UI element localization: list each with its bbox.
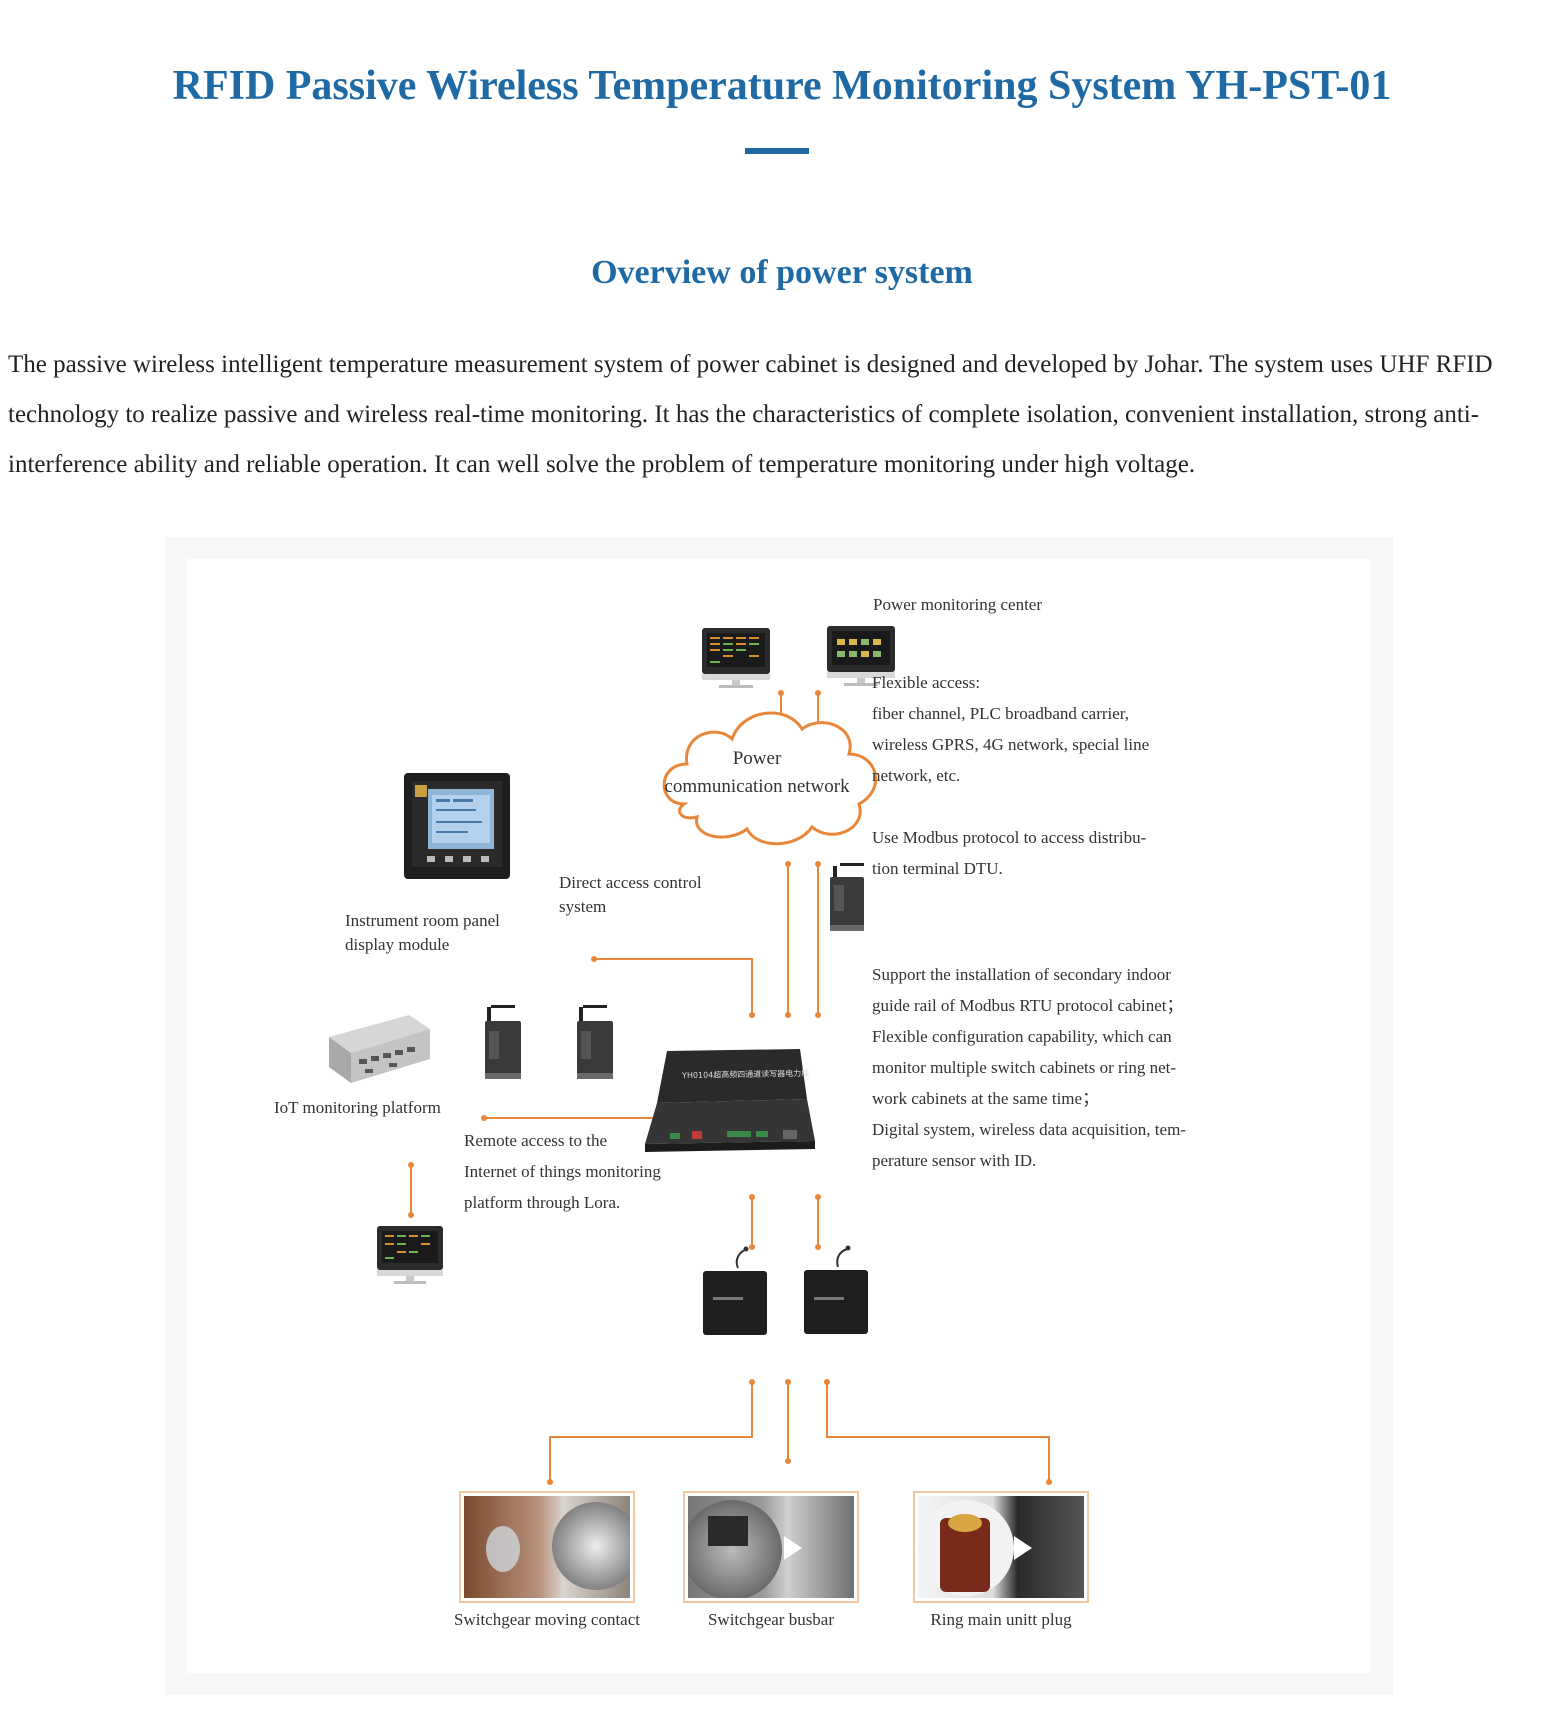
modbus-dtu-line-1: Use Modbus protocol to access distribu- — [872, 822, 1146, 853]
intro-paragraph: The passive wireless intelligent tempera… — [8, 340, 1563, 490]
modbus-dtu-line-2: tion terminal DTU. — [872, 853, 1146, 884]
dtu-device-icon — [830, 863, 864, 931]
flexible-access-text: Flexible access: fiber channel, PLC broa… — [872, 667, 1149, 791]
direct-access-text: Direct access control system — [559, 871, 702, 919]
modbus-dtu-text: Use Modbus protocol to access distribu- … — [872, 822, 1146, 884]
remote-access-line-1: Remote access to the — [464, 1125, 661, 1156]
antenna-icon-left — [703, 1247, 767, 1336]
page-title: RFID Passive Wireless Temperature Monito… — [0, 62, 1564, 110]
remote-access-line-2: Internet of things monitoring — [464, 1156, 661, 1187]
panel-module-line-1: Instrument room panel — [345, 909, 500, 933]
caption-busbar: Switchgear busbar — [643, 1610, 899, 1630]
flexible-access-line-2: fiber channel, PLC broadband carrier, — [872, 698, 1149, 729]
direct-access-line-1: Direct access control — [559, 871, 702, 895]
flexible-access-line-1: Flexible access: — [872, 667, 1149, 698]
support-line-1: Support the installation of secondary in… — [872, 959, 1186, 990]
caption-moving-contact: Switchgear moving contact — [419, 1610, 675, 1630]
section-subtitle: Overview of power system — [0, 254, 1564, 292]
system-diagram: Power monitoring center Flexible access:… — [165, 537, 1393, 1695]
photo-moving-contact — [459, 1491, 635, 1603]
diagram-canvas: Power monitoring center Flexible access:… — [187, 559, 1371, 1673]
panel-module-text: Instrument room panel display module — [345, 909, 500, 957]
photo-ring-main-plug — [913, 1491, 1089, 1603]
direct-access-line-2: system — [559, 895, 702, 919]
antenna-icon-right — [804, 1246, 868, 1335]
cloud-label-line-1: Power — [637, 745, 877, 773]
monitor-icon-left — [702, 628, 770, 688]
support-line-7: perature sensor with ID. — [872, 1145, 1186, 1176]
industrial-pc-icon — [329, 1015, 430, 1083]
lora-gateway-icon-right — [577, 1005, 613, 1079]
lora-gateway-icon-left — [485, 1005, 521, 1079]
photo-busbar — [683, 1491, 859, 1603]
cloud-label-line-2: communication network — [637, 773, 877, 801]
monitor-icon-iot — [377, 1226, 443, 1284]
panel-display-icon — [404, 773, 510, 879]
cloud-label: Power communication network — [637, 745, 877, 801]
reader-device-label: YH0104超高频四通道读写器电力版 — [682, 1068, 809, 1081]
support-line-3: Flexible configuration capability, which… — [872, 1021, 1186, 1052]
power-monitoring-center-label: Power monitoring center — [873, 589, 1042, 620]
flexible-access-line-4: network, etc. — [872, 760, 1149, 791]
iot-platform-label: IoT monitoring platform — [274, 1092, 441, 1123]
support-line-2: guide rail of Modbus RTU protocol cabine… — [872, 990, 1186, 1021]
support-text: Support the installation of secondary in… — [872, 959, 1186, 1176]
caption-ring-main-plug: Ring main unitt plug — [873, 1610, 1129, 1630]
support-line-6: Digital system, wireless data acquisitio… — [872, 1114, 1186, 1145]
remote-access-text: Remote access to the Internet of things … — [464, 1125, 661, 1218]
flexible-access-line-3: wireless GPRS, 4G network, special line — [872, 729, 1149, 760]
panel-module-line-2: display module — [345, 933, 500, 957]
title-underline — [745, 148, 809, 154]
support-line-5: work cabinets at the same time； — [872, 1083, 1186, 1114]
support-line-4: monitor multiple switch cabinets or ring… — [872, 1052, 1186, 1083]
rfid-reader-icon — [645, 1049, 815, 1152]
remote-access-line-3: platform through Lora. — [464, 1187, 661, 1218]
